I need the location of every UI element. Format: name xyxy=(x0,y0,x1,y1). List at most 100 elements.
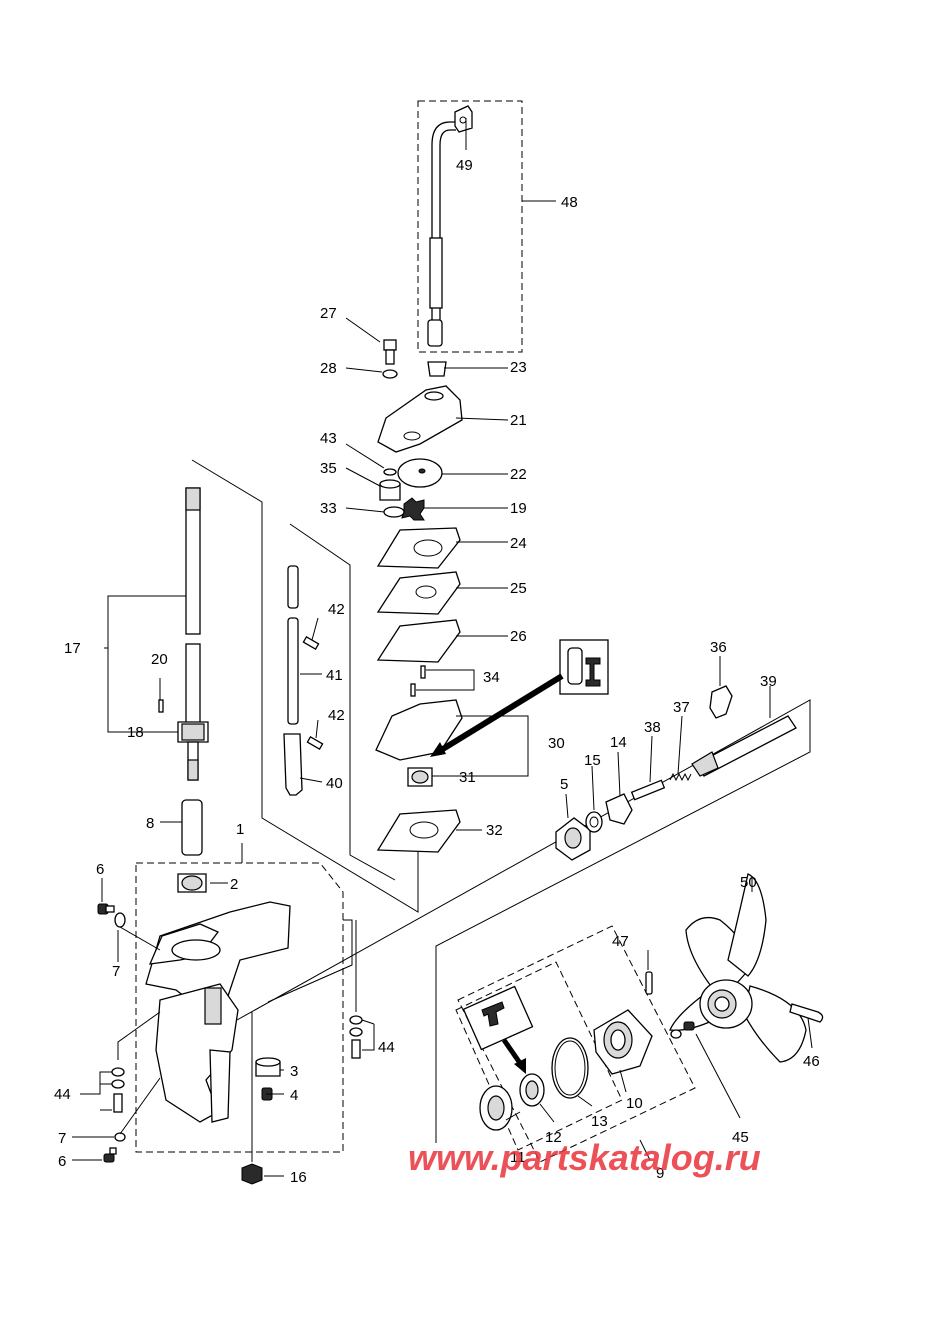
callout-4: 4 xyxy=(290,1087,298,1104)
callout-18: 18 xyxy=(127,724,144,741)
shift-rod-coupler-40 xyxy=(283,733,303,796)
callout-28: 28 xyxy=(320,360,337,377)
callout-38: 38 xyxy=(644,719,661,736)
callout-30: 30 xyxy=(548,735,565,752)
shaft-pin-20 xyxy=(158,699,164,713)
pump-gasket-32 xyxy=(376,809,461,853)
pump-gasket-24 xyxy=(376,527,461,569)
gear-housing xyxy=(145,901,291,1123)
housing-washer-7b xyxy=(114,1132,126,1142)
cotter-pin-46 xyxy=(789,1003,824,1023)
bearing-11 xyxy=(479,1085,513,1131)
propeller-50 xyxy=(669,873,807,1063)
callout-47: 47 xyxy=(612,933,629,950)
pump-tube-seal-23 xyxy=(427,361,447,377)
pinion-gear-14 xyxy=(605,793,633,825)
pump-o-ring-43 xyxy=(383,468,397,476)
bearing-carrier-10 xyxy=(593,1009,653,1075)
callout-16: 16 xyxy=(290,1169,307,1186)
callout-35: 35 xyxy=(320,460,337,477)
drive-shaft xyxy=(158,487,209,781)
drain-plug-16 xyxy=(241,1163,263,1185)
callout-43: 43 xyxy=(320,430,337,447)
pump-washer-28 xyxy=(382,369,398,379)
callout-14: 14 xyxy=(610,734,627,751)
shift-pin-38 xyxy=(630,779,666,801)
callout-19: 19 xyxy=(510,500,527,517)
callout-10: 10 xyxy=(626,1095,643,1112)
housing-bolt-6a xyxy=(97,903,115,915)
callout-7-bottom: 7 xyxy=(58,1130,66,1147)
pump-pins-34 xyxy=(420,665,426,679)
pump-tool-inset xyxy=(559,639,609,695)
pump-plate-25 xyxy=(376,571,461,615)
callout-34: 34 xyxy=(483,669,500,686)
callout-15: 15 xyxy=(584,752,601,769)
callout-50: 50 xyxy=(740,874,757,891)
pump-o-ring-33 xyxy=(383,506,405,518)
housing-washer-7a xyxy=(114,912,126,928)
callout-21: 21 xyxy=(510,412,527,429)
callout-2: 2 xyxy=(230,876,238,893)
shear-pin-47 xyxy=(645,971,653,995)
fastener-set-44b xyxy=(349,1015,363,1059)
watermark: www.partskatalog.ru xyxy=(408,1137,761,1178)
propeller-shaft-39 xyxy=(691,715,797,777)
carrier-bolt-45 xyxy=(670,1021,695,1039)
callout-37: 37 xyxy=(673,699,690,716)
callout-48: 48 xyxy=(561,194,578,211)
callout-45: 45 xyxy=(732,1129,749,1146)
callout-33: 33 xyxy=(320,500,337,517)
anode-mount-3 xyxy=(255,1057,281,1077)
shift-rod-pin-42b xyxy=(306,736,324,750)
callout-36: 36 xyxy=(710,639,727,656)
shaft-frame-mid xyxy=(289,523,396,881)
callout-24: 24 xyxy=(510,535,527,552)
callout-7-top: 7 xyxy=(112,963,120,980)
pump-base-30 xyxy=(375,699,463,761)
spring-37 xyxy=(669,772,692,782)
o-ring-13 xyxy=(551,1037,589,1099)
callout-23: 23 xyxy=(510,359,527,376)
callout-42-top: 42 xyxy=(328,601,345,618)
callout-44-left: 44 xyxy=(54,1086,71,1103)
group-box-9 xyxy=(457,925,696,1163)
callout-6-top: 6 xyxy=(96,861,104,878)
drive-shaft-tube-8 xyxy=(181,799,203,856)
callout-42-bottom: 42 xyxy=(328,707,345,724)
seal-12 xyxy=(519,1073,545,1107)
seal-tool-inset xyxy=(462,985,534,1051)
callout-32: 32 xyxy=(486,822,503,839)
prop-shaft-line xyxy=(236,699,811,1143)
shaft-frame-left xyxy=(191,459,419,913)
callout-31: 31 xyxy=(459,769,476,786)
callout-12: 12 xyxy=(545,1129,562,1146)
callout-9: 9 xyxy=(656,1165,664,1182)
callout-20: 20 xyxy=(151,651,168,668)
pump-bolt-27 xyxy=(383,339,397,365)
clutch-slider-36 xyxy=(709,685,733,719)
callout-39: 39 xyxy=(760,673,777,690)
callout-41: 41 xyxy=(326,667,343,684)
tube-grommet-49 xyxy=(454,105,473,133)
water-tube-assembly xyxy=(427,105,473,347)
thrust-washer-15 xyxy=(585,811,603,833)
callout-6-bottom: 6 xyxy=(58,1153,66,1170)
shift-rod-pin-42a xyxy=(302,636,320,650)
callout-44-right: 44 xyxy=(378,1039,395,1056)
callout-8: 8 xyxy=(146,815,154,832)
prop-bearing-5 xyxy=(555,817,591,861)
cover-bolt-line xyxy=(267,919,353,1003)
shift-rod xyxy=(283,565,324,796)
callout-3: 3 xyxy=(290,1063,298,1080)
group-box-48 xyxy=(417,100,523,353)
callout-49: 49 xyxy=(456,157,473,174)
callout-26: 26 xyxy=(510,628,527,645)
callout-46: 46 xyxy=(803,1053,820,1070)
callout-25: 25 xyxy=(510,580,527,597)
callout-13: 13 xyxy=(591,1113,608,1130)
impeller-19 xyxy=(401,497,425,521)
callout-22: 22 xyxy=(510,466,527,483)
callout-5: 5 xyxy=(560,776,568,793)
